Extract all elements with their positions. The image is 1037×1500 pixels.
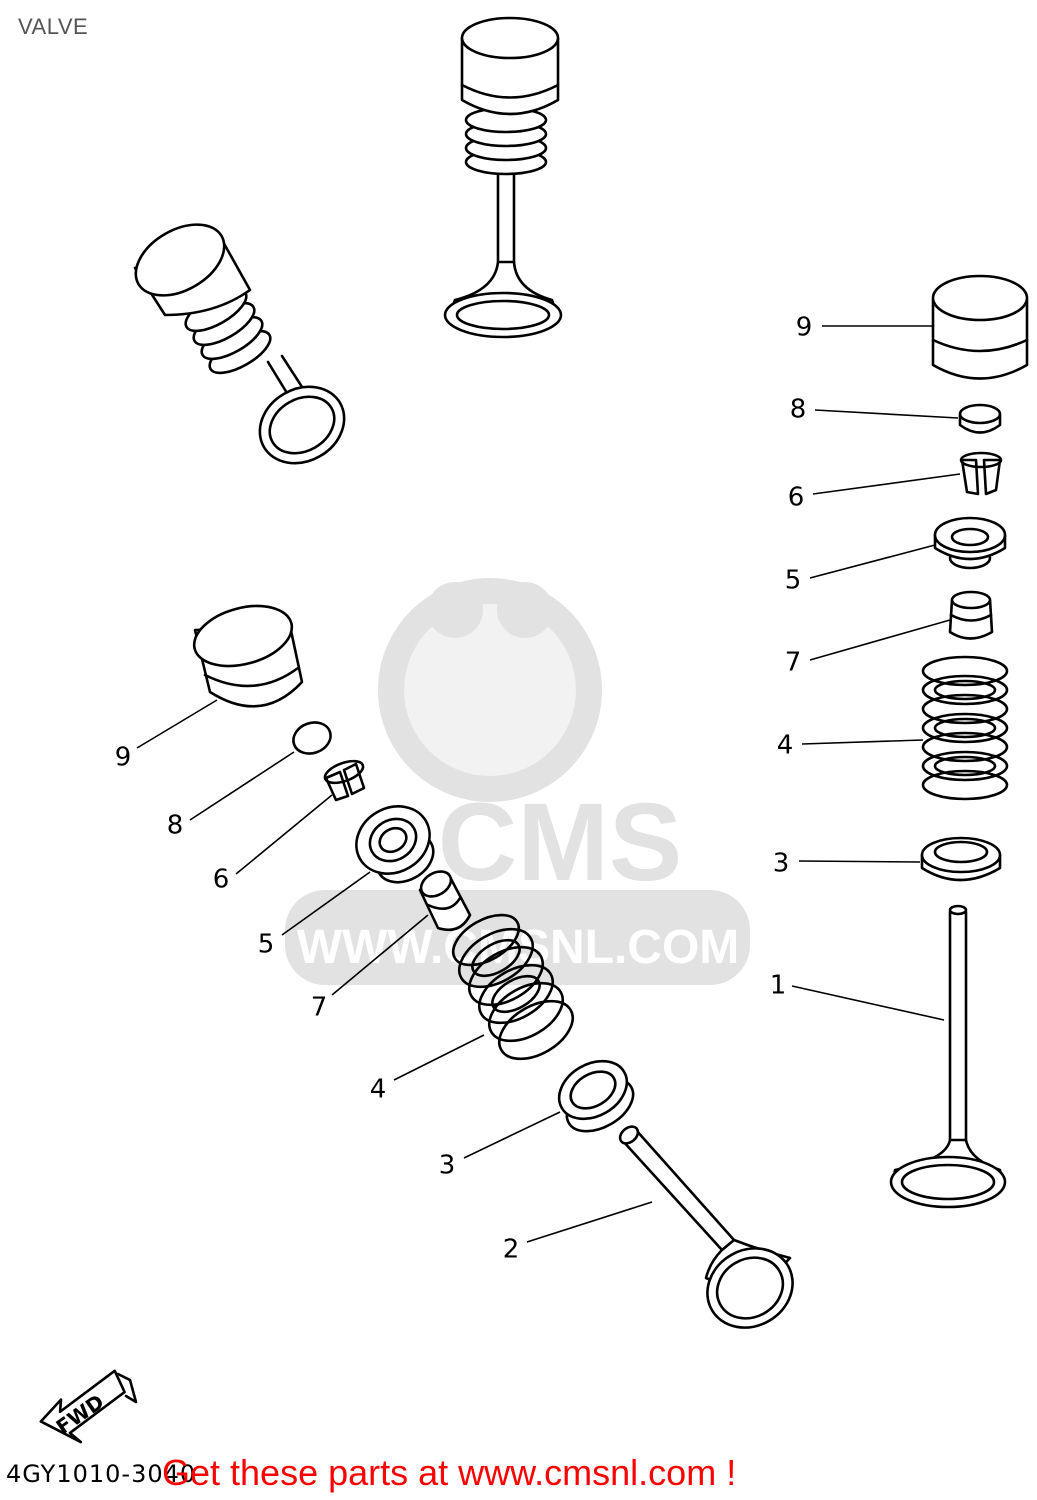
diagram-code: 4GY1010-3040 (6, 1460, 197, 1488)
left-exploded-parts (192, 604, 794, 1329)
callout-label: 7 (785, 648, 802, 678)
callout-label: 3 (773, 849, 790, 879)
right-intake-valve-1 (889, 904, 1007, 1209)
assembled-valve-tilted (133, 223, 346, 465)
watermark-brand: CMS (438, 781, 682, 904)
assembled-valve-top (443, 16, 563, 339)
fwd-arrow-icon: FWD (39, 1369, 138, 1444)
callout-label: 8 (790, 395, 807, 425)
left-retainer-5 (355, 805, 435, 884)
callout-label: 1 (770, 971, 787, 1001)
left-stem-seal-7 (418, 870, 472, 932)
callout-label: 9 (115, 743, 132, 773)
right-tappet-9 (931, 298, 1029, 380)
callout-label: 6 (788, 483, 805, 513)
diagram-title: VALVE (18, 14, 89, 39)
left-cotter-6 (323, 759, 366, 802)
right-valve-spring-4 (921, 655, 1009, 801)
left-shim-8 (292, 721, 332, 755)
right-exploded-parts (889, 274, 1029, 1209)
right-cotter-6 (960, 458, 980, 496)
callout-label: 5 (258, 930, 275, 960)
callout-label: 4 (777, 731, 794, 761)
callout-label: 7 (311, 993, 328, 1023)
callout-label: 2 (503, 1235, 520, 1265)
leader-lines (136, 325, 961, 1243)
callout-label: 5 (785, 566, 802, 596)
left-exhaust-valve-2 (618, 1125, 794, 1329)
callouts-right: 9 8 6 5 7 4 3 1 (770, 313, 813, 1001)
callout-label: 8 (167, 811, 184, 841)
callout-label: 9 (796, 313, 813, 343)
callout-label: 3 (439, 1151, 456, 1181)
callout-label: 4 (370, 1075, 387, 1105)
left-spring-seat-3 (557, 1059, 635, 1133)
callouts-left: 9 8 6 5 7 4 3 2 (115, 743, 520, 1265)
left-tappet-9 (192, 604, 304, 708)
left-valve-spring-4 (451, 913, 574, 1061)
promo-link[interactable]: Get these parts at www.cmsnl.com ! (162, 1452, 737, 1493)
callout-label: 6 (213, 865, 230, 895)
